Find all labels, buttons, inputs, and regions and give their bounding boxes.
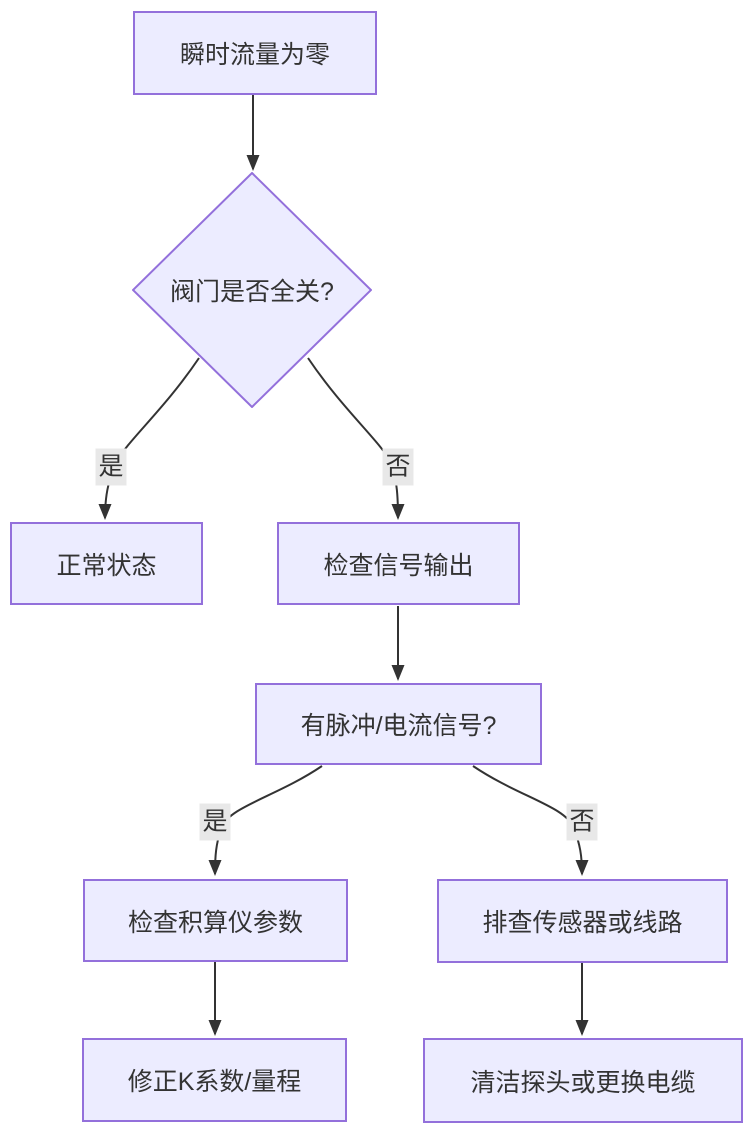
node-valve-fully-closed-label: 阀门是否全关? bbox=[170, 278, 334, 306]
edge-label-valve-no: 否 bbox=[382, 448, 414, 486]
node-normal-state-label: 正常状态 bbox=[56, 551, 157, 580]
edge-label-valve-yes: 是 bbox=[95, 448, 127, 486]
node-valve-fully-closed-decision: 阀门是否全关? bbox=[132, 172, 372, 408]
edge-label-signal-no: 否 bbox=[566, 803, 598, 841]
node-fix-k-factor-range: 修正K系数/量程 bbox=[82, 1038, 347, 1122]
node-instant-flow-zero: 瞬时流量为零 bbox=[133, 11, 377, 95]
node-check-signal-output: 检查信号输出 bbox=[277, 522, 520, 605]
edge-pulse-question-yes-to-totalizer bbox=[208, 765, 323, 876]
node-check-signal-output-label: 检查信号输出 bbox=[323, 551, 474, 580]
node-check-totalizer-params-label: 检查积算仪参数 bbox=[127, 908, 303, 937]
node-inspect-sensor-or-wiring-label: 排查传感器或线路 bbox=[482, 909, 683, 937]
node-fix-k-factor-range-label: 修正K系数/量程 bbox=[127, 1068, 302, 1096]
edge-label-signal-yes: 是 bbox=[199, 803, 231, 841]
node-clean-probe-or-replace-cable: 清洁探头或更换电缆 bbox=[423, 1038, 743, 1123]
node-pulse-current-signal-label: 有脉冲/电流信号? bbox=[300, 712, 497, 740]
node-clean-probe-or-replace-cable-label: 清洁探头或更换电缆 bbox=[470, 1068, 696, 1097]
node-check-totalizer-params: 检查积算仪参数 bbox=[83, 879, 348, 962]
node-inspect-sensor-or-wiring: 排查传感器或线路 bbox=[437, 879, 728, 963]
node-pulse-current-signal-question: 有脉冲/电流信号? bbox=[255, 683, 542, 765]
node-normal-state: 正常状态 bbox=[10, 522, 203, 605]
node-instant-flow-zero-label: 瞬时流量为零 bbox=[179, 41, 330, 69]
diamond-shape bbox=[132, 172, 372, 408]
